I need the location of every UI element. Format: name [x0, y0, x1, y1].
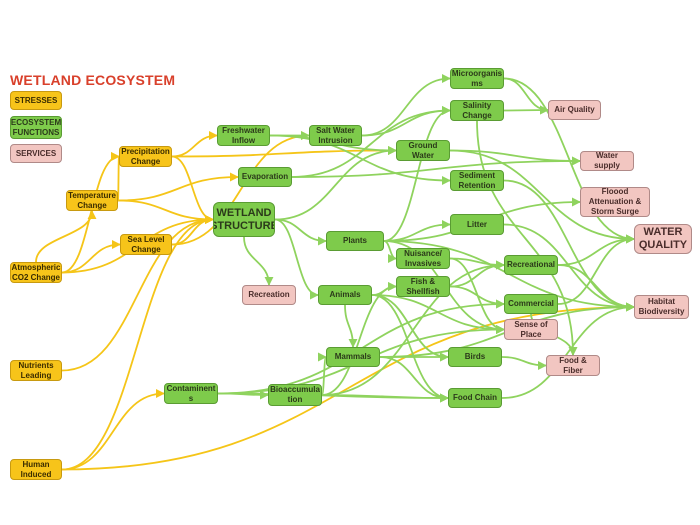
edge-salt-water-to-salinity — [361, 106, 451, 137]
legend-services: SERVICES — [10, 144, 62, 163]
edge-mammals-to-food-chain — [379, 356, 449, 403]
node-salt-water-intrusion: Salt Water Intrusion — [309, 125, 362, 146]
edge-evaporation-to-water-supply — [291, 156, 581, 178]
node-wetland-structure: WETLAND STRUCTURE — [213, 202, 275, 237]
node-sea-level-change: Sea Level Change — [120, 234, 172, 255]
edge-wetland-to-ground-water — [274, 146, 397, 221]
edge-salinity-to-air-quality — [503, 105, 549, 115]
edge-human-to-contaminents — [61, 389, 165, 471]
node-recreation: Recreation — [242, 285, 296, 305]
edge-temperature-to-evaporation — [117, 172, 239, 202]
node-commercial: Commercial — [504, 294, 558, 314]
edge-evaporation-to-salinity — [291, 106, 451, 178]
node-evaporation: Evaporation — [238, 167, 292, 187]
edge-recreational-to-water-quality — [557, 234, 635, 266]
edge-freshwater-to-sediment — [269, 134, 451, 185]
legend-ecosystem-functions: ECOSYSTEM FUNCTIONS — [10, 116, 62, 139]
edge-bioaccumulation-to-mammals — [317, 352, 327, 396]
edge-birds-to-food-fiber — [501, 356, 547, 370]
edge-animals-to-food-chain — [371, 294, 449, 403]
node-mammals: Mammals — [326, 347, 380, 367]
node-precipitation-change: Precipitation Change — [119, 146, 172, 167]
edge-atmospheric-to-temperature — [35, 210, 97, 263]
edge-food-chain-to-habitat — [501, 302, 635, 399]
node-ground-water: Ground Water — [396, 140, 450, 161]
edge-wetland-to-animals — [274, 218, 319, 300]
node-habitat-biodiversity: Habitat Biodiversity — [634, 295, 689, 319]
edge-plants-to-nuisance — [383, 240, 397, 263]
edge-temperature-to-wetland — [117, 199, 214, 224]
edge-human-to-wetland — [61, 215, 214, 471]
node-recreational: Recreational — [504, 255, 558, 275]
node-food-chain: Food Chain — [448, 388, 502, 408]
node-animals: Animals — [318, 285, 372, 305]
node-freshwater-inflow: Freshwater Inflow — [217, 125, 270, 146]
node-plants: Plants — [326, 231, 384, 251]
edge-ground-water-to-water-quality — [449, 149, 635, 244]
node-temperature-change: Temperature Change — [66, 190, 118, 211]
node-sediment-retention: Sediment Retention — [450, 170, 504, 191]
legend-stresses: STRESSES — [10, 91, 62, 110]
diagram-title: WETLAND ECOSYSTEM — [10, 72, 176, 88]
node-nuisance-invasives: Nuisance/ Invasives — [396, 248, 450, 269]
edge-sea-level-to-salt-water — [171, 131, 310, 246]
node-flood-attenuation: Floood Attenuation & Storm Surge — [580, 187, 650, 217]
edge-commercial-to-water-quality — [557, 234, 635, 305]
edge-precipitation-to-freshwater — [171, 131, 218, 158]
edge-bioaccumulation-to-recreational — [321, 260, 505, 396]
edge-plants-to-salinity — [383, 106, 451, 242]
node-water-quality: WATER QUALITY — [634, 224, 692, 254]
edge-microorganisms-to-water-quality — [503, 77, 635, 244]
edge-animals-to-mammals — [344, 304, 358, 348]
edge-bioaccumulation-to-food-chain — [321, 393, 449, 403]
node-fish-shellfish: Fish & Shellfish — [396, 276, 450, 297]
node-atmospheric-co2-change: Atmospheric CO2 Change — [10, 262, 62, 283]
node-bioaccumulation: Bioaccumula tion — [268, 384, 322, 406]
edge-atmospheric-to-precipitation — [61, 152, 120, 274]
edge-human-to-habitat — [61, 302, 635, 471]
edge-microorganisms-to-air-quality — [503, 77, 549, 115]
edge-salinity-to-food-fiber — [476, 120, 578, 356]
node-nutrients-leading: Nutrients Leading — [10, 360, 62, 381]
node-salinity-change: Salinity Change — [450, 100, 504, 121]
edge-ground-water-to-water-supply — [449, 149, 581, 166]
edge-temperature-to-precipitation — [110, 152, 120, 202]
node-birds: Birds — [448, 347, 502, 367]
node-litter: Litter — [450, 214, 504, 235]
edge-salt-water-to-microorganisms — [361, 74, 451, 137]
node-sense-of-place: Sense of Place — [504, 319, 558, 340]
edge-wetland-to-recreation — [243, 236, 274, 286]
node-contaminents: Contaminent s — [164, 383, 218, 404]
edge-animals-to-birds — [371, 294, 449, 362]
node-human-induced: Human Induced — [10, 459, 62, 480]
node-water-supply: Water supply — [580, 151, 634, 171]
edge-bioaccumulation-to-fish — [321, 282, 397, 396]
node-air-quality: Air Quality — [548, 100, 601, 120]
edge-precipitation-to-ground-water — [171, 146, 397, 158]
node-food-fiber: Food & Fiber — [546, 355, 600, 376]
edge-nutrients-to-wetland — [61, 215, 214, 372]
edge-recreational-to-habitat — [557, 264, 635, 312]
node-microorganisms: Microorganis ms — [450, 68, 504, 89]
